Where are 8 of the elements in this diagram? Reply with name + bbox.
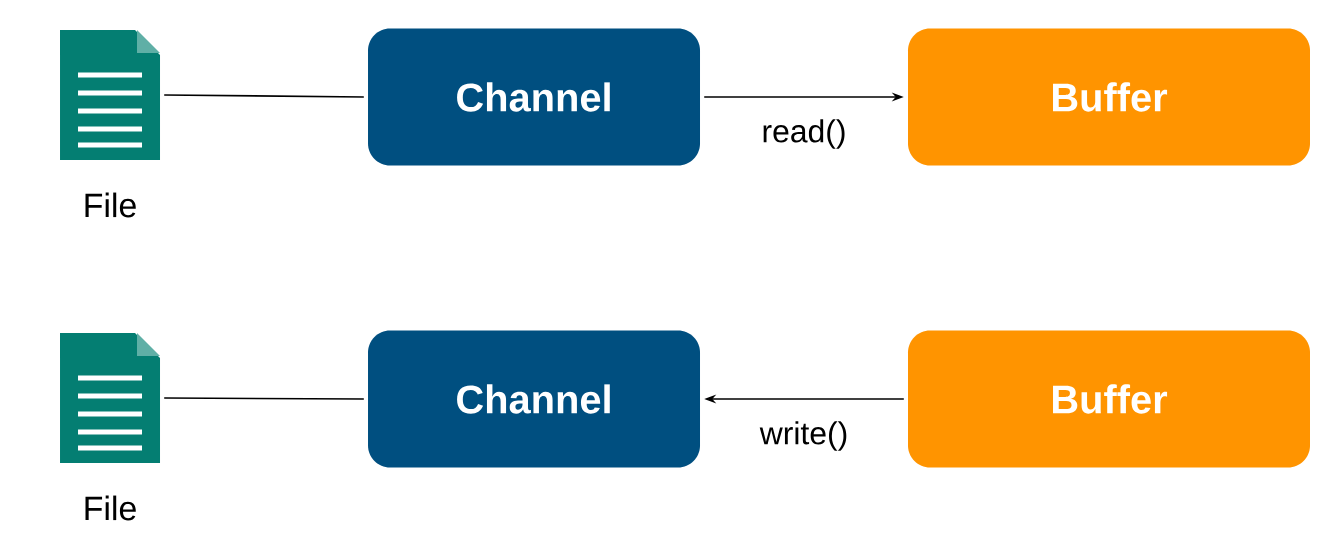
channel-box: Channel	[368, 28, 700, 166]
channel-box: Channel	[368, 330, 700, 468]
buffer-box: Buffer	[908, 330, 1310, 468]
buffer-box: Buffer	[908, 28, 1310, 166]
edge-label: write()	[759, 421, 847, 451]
node-label: File	[85, 192, 136, 218]
edge-label: read()	[763, 119, 845, 149]
node-label: File	[85, 495, 136, 521]
